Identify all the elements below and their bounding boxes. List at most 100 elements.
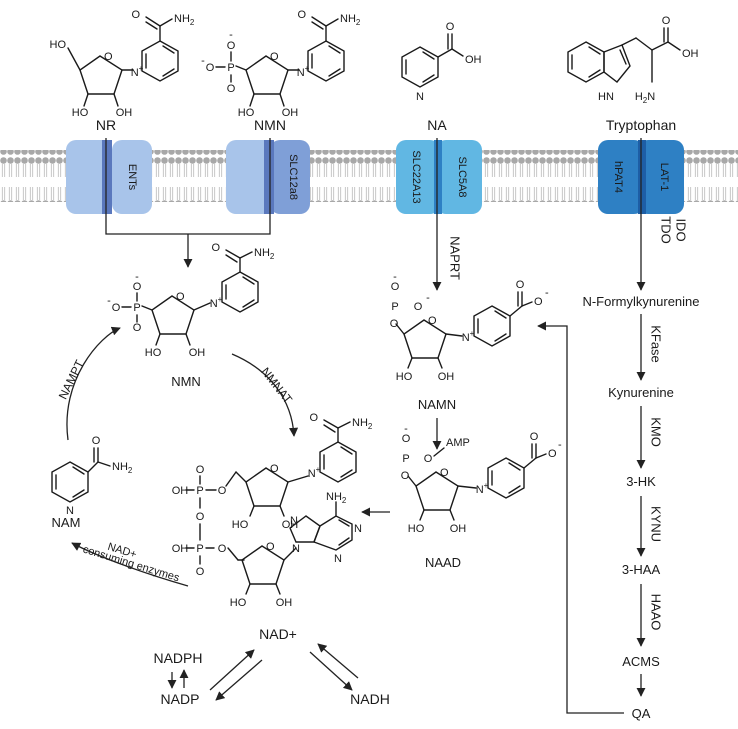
enzyme-kfase-label: KFase — [649, 325, 664, 363]
nmn-top-p-o-up: O — [227, 40, 236, 52]
nam-structure: O NH2 N — [51, 435, 133, 517]
nad-oh-lower: OH — [276, 597, 293, 609]
transporter-hpat4-label: hPAT4 — [612, 161, 624, 193]
transporter-ents-label: ENTs — [126, 164, 138, 191]
nam-carbonyl-o: O — [92, 435, 101, 447]
precursor-nmn-label: NMN — [254, 117, 286, 133]
naad-ring-o: O — [440, 467, 449, 479]
enzyme-haao-label: HAAO — [649, 594, 664, 631]
tryptophan-structure: O OH HN H2N — [567, 15, 699, 105]
nam-to-nmn-arrow — [66, 326, 121, 441]
lat1-subunit — [638, 140, 684, 214]
nr-ho-3: HO — [72, 107, 89, 119]
3haa-label: 3-HAA — [622, 562, 661, 577]
namn-minus-right: - — [426, 292, 430, 304]
nmn-top-minus-up: - — [229, 29, 233, 41]
nmn-label: NMN — [171, 374, 201, 389]
3hk-label: 3-HK — [626, 474, 656, 489]
nadp-to-nad-arrow — [209, 649, 255, 691]
nadp-label: NADP — [161, 691, 200, 707]
nmn-p-o-down: O — [133, 322, 142, 334]
naad-oh-2: OH — [450, 523, 467, 535]
nad-adenine-n3: N — [334, 553, 342, 565]
namn-p: P — [391, 301, 398, 313]
nad-p-2: P — [196, 543, 203, 555]
nr-amide-nh2: NH2 — [174, 13, 195, 27]
na-ring-n: N — [416, 91, 424, 103]
nmn-p-o-up: O — [133, 281, 142, 293]
nad-to-nam-arrow — [71, 542, 189, 587]
naad-minus-carboxylate: - — [558, 439, 562, 451]
transporter-hpat4-lat1-pair: hPAT4 LAT-1 — [598, 140, 684, 214]
nmn-amide-nh2: NH2 — [254, 247, 275, 261]
slc22a13-subunit — [396, 140, 440, 214]
nad-ribose-o-1: O — [270, 463, 279, 475]
naad-amp: AMP — [446, 437, 470, 449]
hpat4-core — [638, 140, 646, 214]
naad-label: NAAD — [425, 555, 461, 570]
namn-oh-2: OH — [438, 371, 455, 383]
nad-bridge-o: O — [196, 511, 205, 523]
na-carbonyl-o: O — [446, 21, 455, 33]
nmn-top-carbonyl-o: O — [297, 9, 306, 21]
nad-adenine-nh2: NH2 — [326, 491, 347, 505]
kynurenine-label: Kynurenine — [608, 385, 674, 400]
enzyme-nampt-label: NAMPT — [56, 357, 87, 401]
nad-ho-upper: HO — [232, 519, 249, 531]
enzyme-ido-label: IDO — [674, 218, 689, 241]
qa-to-namn-arrow — [537, 321, 624, 714]
nmn-minus-left: - — [107, 295, 111, 307]
nmn-top-structure: O NH2 N+ O P O - O - O HO OH — [201, 9, 361, 119]
nmn-to-nad-arrow — [231, 353, 299, 437]
nmn-top-ring-o: O — [270, 51, 279, 63]
nad-to-nadh-arrow — [309, 651, 353, 691]
slc12a8-core — [264, 140, 274, 214]
nam-ring-n: N — [66, 505, 74, 517]
nmn-top-p-o-down: O — [227, 83, 236, 95]
namn-minus-carboxylate: - — [545, 287, 549, 299]
nmn-p: P — [133, 302, 140, 314]
nmn-top-nh2: NH2 — [340, 13, 361, 27]
nad-p1-oh: OH — [172, 485, 189, 497]
nad-p1-o-up: O — [196, 464, 205, 476]
slc5a8-subunit — [436, 140, 482, 214]
nmn-top-ho-3: HO — [238, 107, 255, 119]
namn-carbonyl-o: O — [516, 279, 525, 291]
nmn-p-o-left: O — [112, 302, 121, 314]
namn-ring-n: N+ — [462, 329, 475, 344]
trp-oh: OH — [682, 48, 699, 60]
transporter-slc12a8-label: SLC12a8 — [287, 154, 299, 200]
nmn-top-ring-n: N+ — [297, 64, 310, 79]
nad-ribose-o-2: O — [266, 541, 275, 553]
nr-carbonyl-o: O — [131, 9, 140, 21]
acms-label: ACMS — [622, 654, 660, 669]
nad-p2-o-down: O — [196, 566, 205, 578]
enzyme-kynu-label: KYNU — [649, 506, 664, 542]
namn-ho-3: HO — [396, 371, 413, 383]
namn-label: NAMN — [418, 397, 456, 412]
naad-structure: O O - N+ O P O O - O AMP HO OH — [401, 423, 562, 535]
namn-structure: O O - N+ O P O O - O - HO OH — [390, 271, 549, 383]
nmn-ring-o: O — [176, 291, 185, 303]
namn-carboxylate-o: O — [534, 296, 543, 308]
naad-p-o-down: O — [401, 470, 410, 482]
namn-ring-o: O — [428, 315, 437, 327]
trp-carbonyl-o: O — [662, 15, 671, 27]
nad-ester-o-2: O — [218, 543, 227, 555]
nmn-carbonyl-o: O — [211, 242, 220, 254]
nad-ho-lower: HO — [230, 597, 247, 609]
naad-ring-n: N+ — [476, 481, 489, 496]
nr-ho-5: HO — [50, 39, 67, 51]
nad-label: NAD+ — [259, 626, 297, 642]
ents-core — [102, 140, 112, 214]
trp-amine: H2N — [635, 91, 655, 105]
naad-p-o-up: O — [402, 433, 411, 445]
transporter-slc22a13-label: SLC22A13 — [410, 150, 422, 203]
namn-minus-up: - — [393, 271, 397, 283]
ents-right-subunit — [112, 140, 152, 214]
slc12a8-left-subunit — [226, 140, 274, 214]
nmn-structure: O NH2 N+ O P O - O - O HO OH — [107, 242, 275, 359]
trp-indole-hn: HN — [598, 91, 614, 103]
